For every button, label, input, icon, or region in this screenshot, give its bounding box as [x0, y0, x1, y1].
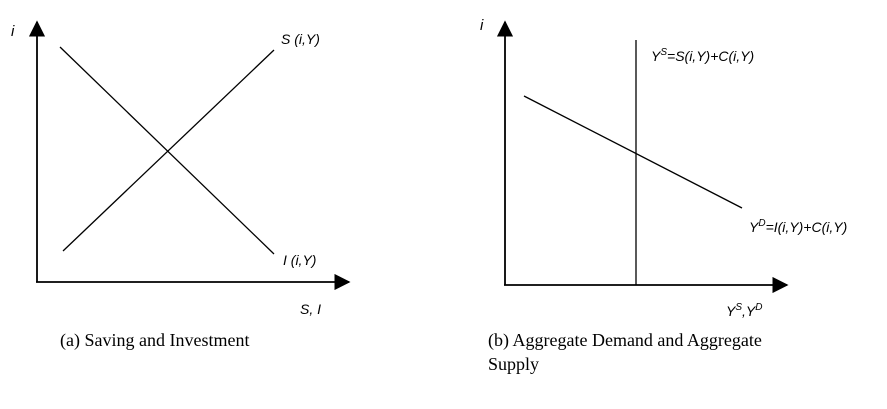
x-axis-demand-symbol: Y: [746, 303, 757, 319]
supply-symbol: Y: [651, 48, 662, 64]
panel-a-x-axis-label: S, I: [300, 301, 321, 317]
aggregate-demand-label: YD=I(i,Y)+C(i,Y): [749, 218, 847, 235]
investment-curve: [59, 46, 275, 255]
x-axis-supply-superscript: S: [735, 302, 742, 313]
aggregate-demand-curve: [523, 95, 743, 209]
panel-a-y-axis-label: i: [11, 23, 15, 40]
saving-curve: [62, 49, 275, 252]
panel-aggregate-demand-supply: i YS,YD YS=S(i,Y)+C(i,Y) YD=I(i,Y)+C(i,Y…: [480, 17, 847, 319]
panel-b-x-axis-label: YS,YD: [726, 302, 762, 319]
demand-superscript: D: [758, 218, 765, 229]
caption-aggregate-demand-supply: (b) Aggregate Demand and Aggregate Suppl…: [488, 330, 762, 374]
aggregate-supply-label: YS=S(i,Y)+C(i,Y): [651, 47, 754, 64]
panel-b-y-axis-label: i: [480, 17, 484, 34]
saving-curve-label: S (i,Y): [281, 31, 320, 47]
x-axis-supply-symbol: Y: [726, 303, 737, 319]
x-axis-separator: ,: [742, 303, 746, 319]
x-axis-demand-superscript: D: [755, 302, 762, 313]
demand-equation: =I(i,Y)+C(i,Y): [766, 219, 848, 235]
supply-superscript: S: [660, 47, 667, 58]
panel-saving-investment: i S, I S (i,Y) I (i,Y): [11, 20, 351, 317]
investment-curve-label: I (i,Y): [283, 252, 316, 268]
caption-saving-investment: (a) Saving and Investment: [60, 330, 250, 350]
demand-symbol: Y: [749, 219, 760, 235]
supply-equation: =S(i,Y)+C(i,Y): [667, 48, 754, 64]
